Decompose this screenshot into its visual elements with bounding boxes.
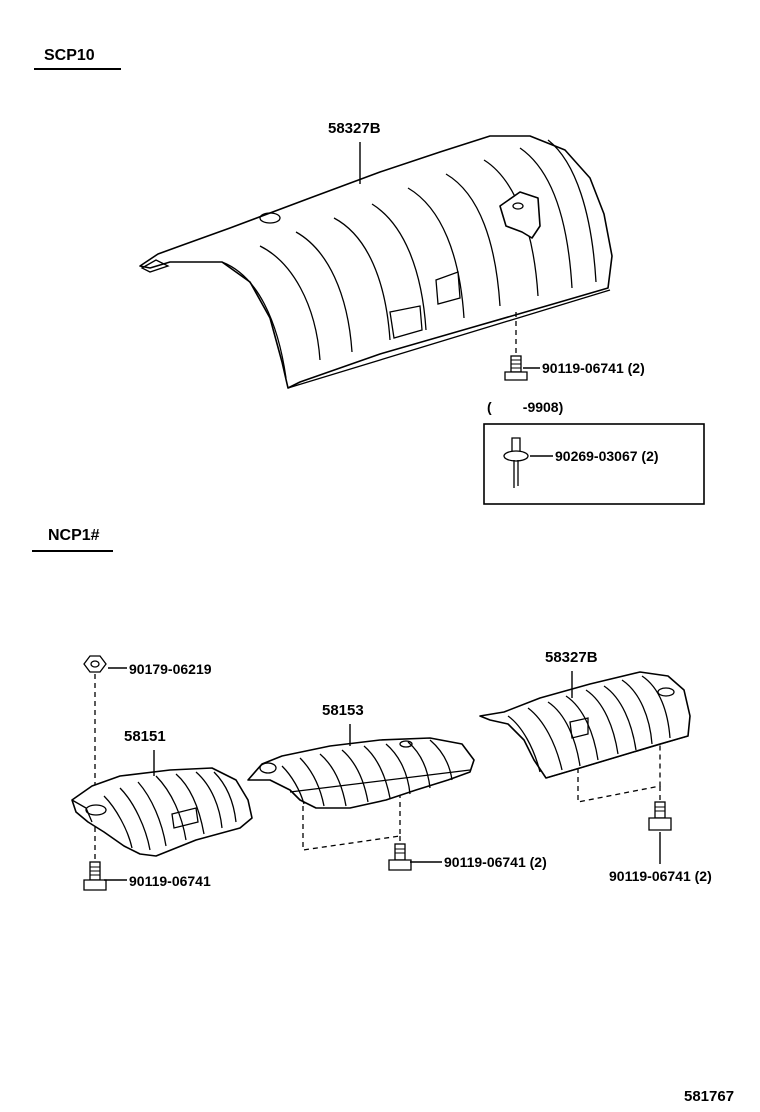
section-label-scp10: SCP10 — [44, 47, 95, 64]
bolt-icon — [504, 355, 528, 381]
upper-heat-insulator — [139, 135, 613, 389]
clip-icon — [503, 437, 529, 488]
label-lower-nut: 90179-06219 — [129, 661, 212, 677]
label-lower-mid-bolt: 90119-06741 (2) — [444, 854, 547, 870]
dash-lower-mid-bracket — [302, 796, 401, 851]
dash-lower-right-bracket — [577, 742, 661, 803]
diagram-id: 581767 — [684, 1088, 734, 1105]
label-lower-right-cover: 58327B — [545, 649, 598, 666]
label-lower-left-bolt: 90119-06741 — [129, 873, 211, 889]
label-lower-left-cover: 58151 — [124, 728, 166, 745]
label-lower-right-bolt: 90119-06741 (2) — [609, 868, 712, 884]
bolt-icon — [388, 843, 412, 871]
lower-left-heat-insulator — [71, 767, 253, 857]
bolt-icon — [83, 861, 107, 891]
bolt-icon — [648, 801, 672, 831]
label-date-range: ( -9908) — [487, 399, 563, 415]
label-upper-bolt: 90119-06741 (2) — [542, 360, 645, 376]
label-inset-clip: 90269-03067 (2) — [555, 448, 659, 464]
label-lower-mid-cover: 58153 — [322, 702, 364, 719]
section-label-ncp1: NCP1# — [48, 527, 100, 544]
lower-right-heat-insulator — [479, 671, 691, 779]
label-upper-cover: 58327B — [328, 120, 381, 137]
lower-middle-heat-insulator — [247, 737, 475, 809]
nut-icon — [83, 655, 107, 673]
inset-box — [483, 423, 705, 505]
